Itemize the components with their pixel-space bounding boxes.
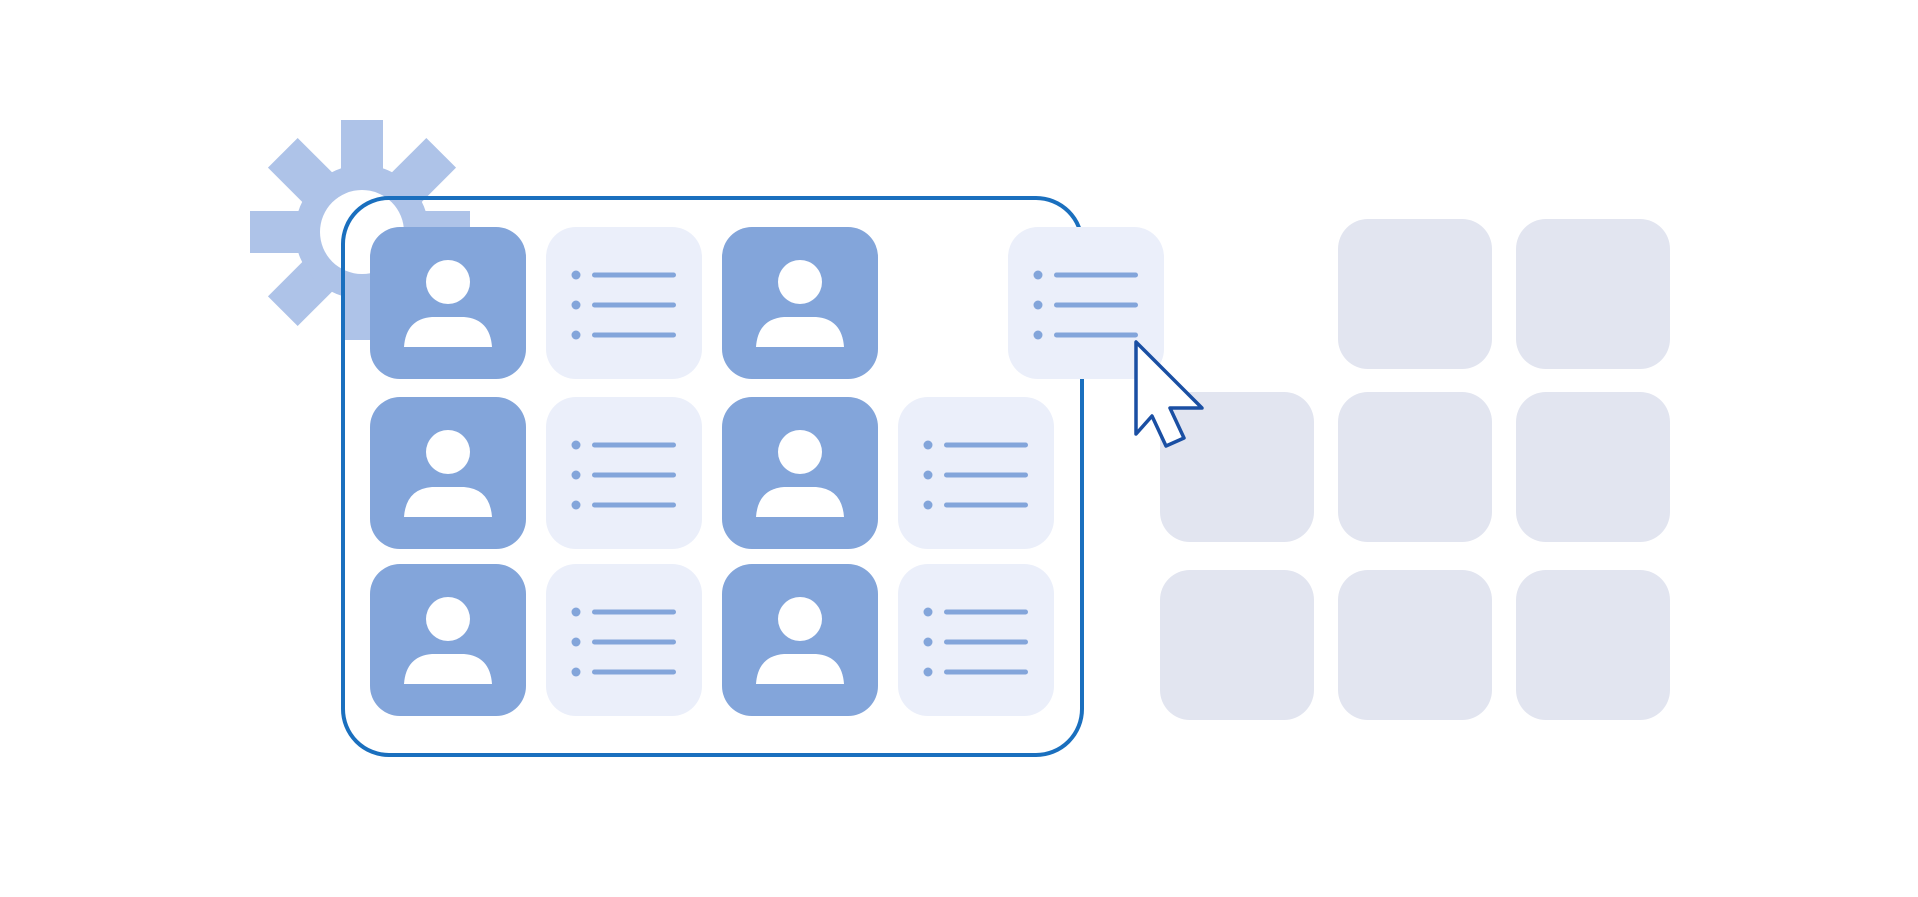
bulleted-list-icon xyxy=(571,270,676,340)
ghost-tile-r2-c1 xyxy=(1160,392,1314,542)
profile-tile-r2-c1 xyxy=(370,397,526,549)
list-tile-r3-c4 xyxy=(898,564,1054,716)
ghost-tile-r1-c3 xyxy=(1516,219,1670,369)
ghost-tile-r3-c3 xyxy=(1516,570,1670,720)
ghost-tile-r3-c1 xyxy=(1160,570,1314,720)
list-tile-r3-c2 xyxy=(546,564,702,716)
bulleted-list-icon xyxy=(923,440,1028,510)
user-profile-icon xyxy=(756,597,844,684)
profile-tile-r2-c3 xyxy=(722,397,878,549)
list-tile-r1-c2 xyxy=(546,227,702,379)
profile-tile-r1-c3 xyxy=(722,227,878,379)
bulleted-list-icon xyxy=(571,440,676,510)
ghost-tile-r2-c2 xyxy=(1338,392,1492,542)
user-profile-icon xyxy=(756,430,844,517)
list-tile-r2-c4 xyxy=(898,397,1054,549)
selection-frame xyxy=(341,196,1084,757)
profile-tile-r1-c1 xyxy=(370,227,526,379)
mouse-cursor-icon xyxy=(1134,340,1204,448)
profile-tile-r3-c3 xyxy=(722,564,878,716)
ghost-tile-r3-c2 xyxy=(1338,570,1492,720)
gear-tooth xyxy=(341,120,383,170)
user-profile-icon xyxy=(756,260,844,347)
bulleted-list-icon xyxy=(571,607,676,677)
ghost-tile-r1-c2 xyxy=(1338,219,1492,369)
list-tile-r2-c2 xyxy=(546,397,702,549)
bulleted-list-icon xyxy=(923,607,1028,677)
ghost-tile-r2-c3 xyxy=(1516,392,1670,542)
user-profile-icon xyxy=(404,430,492,517)
profile-tile-r3-c1 xyxy=(370,564,526,716)
user-profile-icon xyxy=(404,260,492,347)
bulleted-list-icon xyxy=(1033,270,1138,340)
user-profile-icon xyxy=(404,597,492,684)
gear-tooth xyxy=(250,211,300,253)
